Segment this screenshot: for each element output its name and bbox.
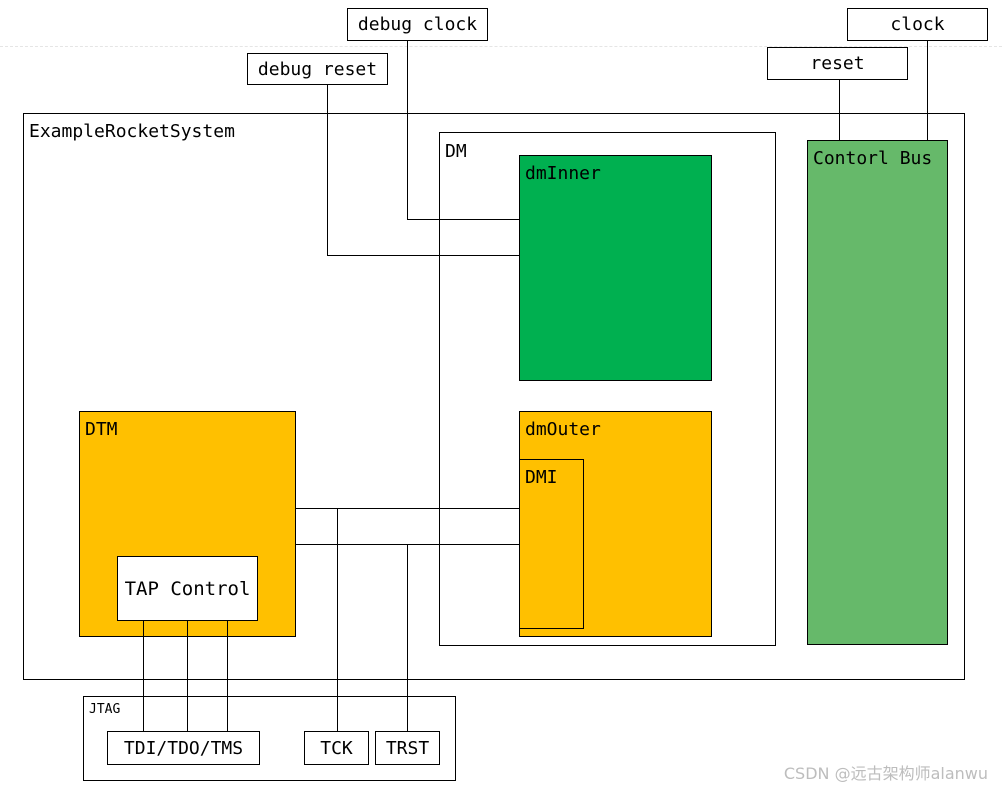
dm-inner-box — [519, 155, 712, 381]
dtm-label: DTM — [85, 419, 118, 440]
dmi-box — [519, 459, 584, 629]
debug-clock-wire-vertical — [407, 40, 408, 220]
reset-signal: reset — [767, 47, 908, 80]
debug-clock-wire-horizontal — [407, 219, 519, 220]
dmi-label: DMI — [525, 467, 558, 488]
tap-wire-tdo — [187, 621, 188, 731]
tap-wire-tms — [227, 621, 228, 731]
dtm-dmi-wire-upper — [296, 508, 519, 509]
jtag-pin-trst: TRST — [375, 731, 440, 765]
example-rocket-system-label: ExampleRocketSystem — [29, 121, 235, 142]
debug-clock-signal: debug clock — [347, 8, 488, 41]
tap-control-box: TAP Control — [117, 556, 258, 621]
reset-wire — [839, 80, 840, 140]
debug-reset-signal: debug reset — [247, 53, 388, 85]
dm-label: DM — [445, 141, 467, 162]
debug-reset-wire-vertical — [327, 85, 328, 256]
trst-wire — [407, 544, 408, 731]
top-dashed-guide — [0, 46, 1002, 47]
control-bus-box — [807, 140, 948, 645]
watermark: CSDN @远古架构师alanwu — [783, 764, 988, 783]
jtag-pin-tdi-tdo-tms: TDI/TDO/TMS — [107, 731, 260, 765]
clock-wire — [927, 40, 928, 140]
dm-inner-label: dmInner — [525, 163, 601, 184]
dm-outer-label: dmOuter — [525, 419, 601, 440]
debug-reset-wire-horizontal — [327, 255, 519, 256]
tck-wire — [337, 508, 338, 731]
jtag-pin-tck: TCK — [304, 731, 369, 765]
tap-wire-tdi — [143, 621, 144, 731]
control-bus-label: Contorl Bus — [813, 148, 933, 169]
clock-signal: clock — [847, 8, 988, 41]
jtag-label: JTAG — [89, 702, 121, 717]
